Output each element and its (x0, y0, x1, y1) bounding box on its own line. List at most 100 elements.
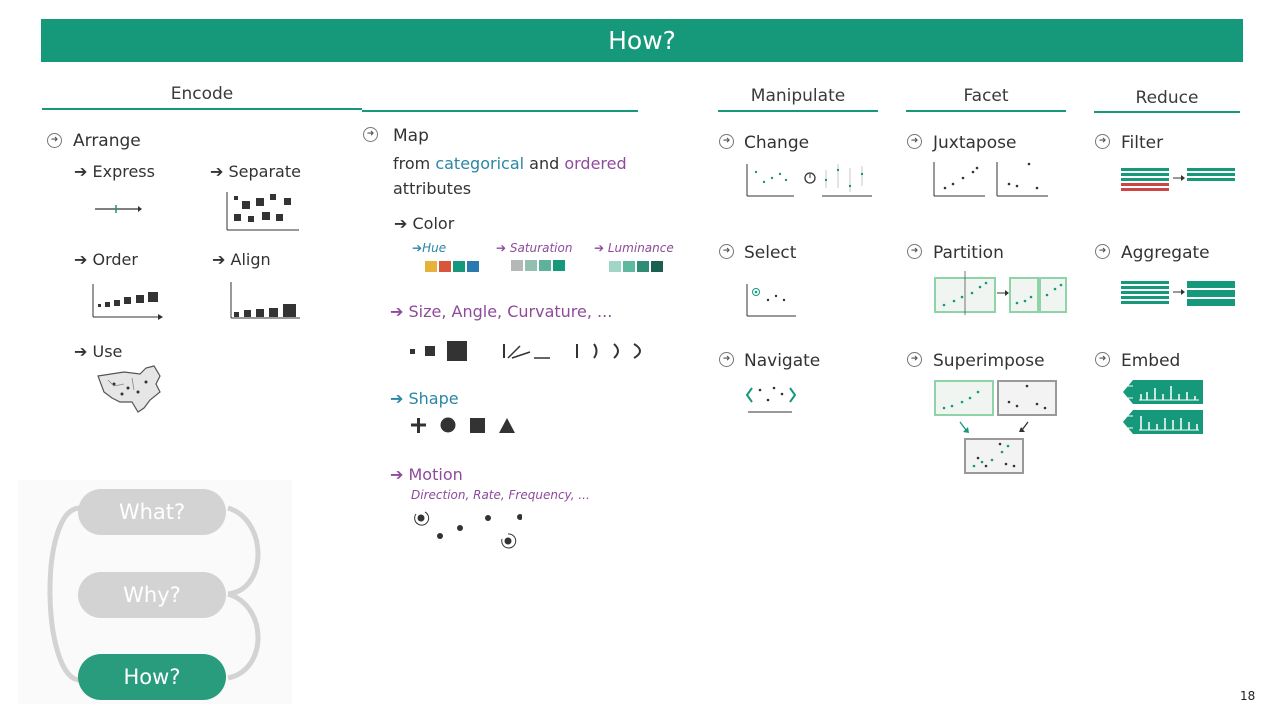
motion-icons (414, 511, 522, 549)
luminance-swatches (609, 261, 663, 272)
reduce-header: Reduce (1135, 88, 1199, 108)
align-icon (230, 282, 300, 319)
size-angle-curvature-icons (410, 341, 641, 361)
motion-item: ➔ Motion (390, 465, 463, 484)
arrow-circle-icon: ➜ (907, 244, 922, 259)
superimpose-panel-a (934, 380, 994, 416)
hue-swatches (425, 261, 479, 272)
encode-underline (42, 108, 362, 110)
map-usa-icon (97, 365, 161, 413)
arrow-circle-icon: ➜ (1095, 244, 1110, 259)
embed-icon (1123, 380, 1203, 434)
cycle-what: What? (78, 489, 226, 535)
align-item: ➔ Align (212, 250, 271, 269)
color-label: Color (412, 214, 455, 233)
manipulate-underline (718, 110, 878, 112)
arrow-circle-icon: ➜ (719, 244, 734, 259)
arrow-right-icon: ➔ (390, 302, 409, 321)
cycle-connectors (47, 505, 261, 683)
hue-label: ➔Hue (412, 241, 446, 255)
embed-title: Embed (1121, 351, 1181, 371)
partition-split-plot (1015, 283, 1063, 305)
separate-item: ➔ Separate (210, 162, 301, 181)
superimpose-plot-a (942, 390, 980, 410)
juxtapose-icon (933, 162, 1048, 197)
map-desc-ordered: ordered (564, 154, 627, 173)
arrange-title: Arrange (73, 131, 141, 151)
express-label: Express (92, 162, 155, 181)
arrow-right-icon: ➔ (210, 162, 229, 181)
reduce-underline (1094, 111, 1240, 113)
saturation-swatches (511, 260, 565, 271)
arrow-right-icon: ➔ (496, 241, 510, 255)
partition-title: Partition (933, 243, 1004, 263)
select-icon (746, 284, 796, 317)
arrow-right-icon: ➔ (74, 342, 93, 361)
saturation-label: ➔ Saturation (496, 241, 572, 255)
express-icon (95, 205, 142, 213)
order-item: ➔ Order (74, 250, 138, 269)
arrow-right-icon: ➔ (390, 465, 409, 484)
shape-label: Shape (408, 389, 459, 408)
arrow-right-icon (997, 290, 1009, 296)
superimpose-plot-combined (972, 442, 1016, 468)
partition-full-plot (942, 271, 988, 315)
express-item: ➔ Express (74, 162, 155, 181)
separate-label: Separate (228, 162, 301, 181)
shape-item: ➔ Shape (390, 389, 459, 408)
map-desc-and: and (524, 154, 565, 173)
motion-label: Motion (408, 465, 463, 484)
superimpose-title: Superimpose (933, 351, 1045, 371)
change-icon (746, 164, 872, 197)
arrow-right-icon: ➔ (74, 162, 93, 181)
arrow-right-icon: ➔ (390, 389, 409, 408)
superimpose-arrows (959, 421, 1029, 433)
filter-title: Filter (1121, 133, 1164, 153)
size-label: Size, Angle, Curvature, ... (408, 302, 613, 321)
use-item: ➔ Use (74, 342, 122, 361)
separate-icon (226, 192, 299, 231)
order-label: Order (92, 250, 138, 269)
facet-header: Facet (963, 86, 1009, 106)
filter-icon (1121, 168, 1235, 191)
luminance-text: Luminance (607, 241, 674, 255)
juxtapose-title: Juxtapose (933, 133, 1017, 153)
map-description-line1: from categorical and ordered (393, 154, 627, 173)
arrow-circle-icon: ➜ (907, 134, 922, 149)
navigate-icon (745, 386, 797, 413)
arrow-circle-icon: ➜ (47, 133, 62, 148)
map-desc-categorical: categorical (435, 154, 525, 173)
aggregate-title: Aggregate (1121, 243, 1210, 263)
size-item: ➔ Size, Angle, Curvature, ... (390, 302, 612, 321)
arrow-right-icon: ➔ (74, 250, 93, 269)
aggregate-icon (1121, 281, 1235, 306)
superimpose-plot-b (1007, 384, 1047, 410)
superimpose-panel-combined (964, 438, 1024, 474)
partition-panel-right (1039, 277, 1067, 313)
encode-underline-2 (362, 110, 638, 112)
arrow-right-icon: ➔ (212, 250, 231, 269)
page-number: 18 (1240, 689, 1256, 703)
select-title: Select (744, 243, 797, 263)
arrow-circle-icon: ➜ (363, 127, 378, 142)
map-description-line2: attributes (393, 179, 472, 198)
arrow-circle-icon: ➜ (1095, 352, 1110, 367)
map-desc-from: from (393, 154, 436, 173)
map-title: Map (393, 126, 429, 146)
facet-underline (906, 110, 1066, 112)
color-item: ➔ Color (394, 214, 454, 233)
arrow-circle-icon: ➜ (1095, 134, 1110, 149)
luminance-label: ➔ Luminance (594, 241, 674, 255)
change-title: Change (744, 133, 810, 153)
arrow-right-icon: ➔ (594, 241, 608, 255)
arrow-circle-icon: ➜ (719, 352, 734, 367)
align-label: Align (230, 250, 271, 269)
partition-panel-left (1009, 277, 1039, 313)
cycle-how: How? (78, 654, 226, 700)
encode-header: Encode (170, 84, 234, 104)
use-label: Use (92, 342, 123, 361)
motion-subtitle: Direction, Rate, Frequency, ... (411, 488, 590, 502)
arrow-circle-icon: ➜ (907, 352, 922, 367)
manipulate-header: Manipulate (750, 86, 846, 106)
navigate-title: Navigate (744, 351, 821, 371)
